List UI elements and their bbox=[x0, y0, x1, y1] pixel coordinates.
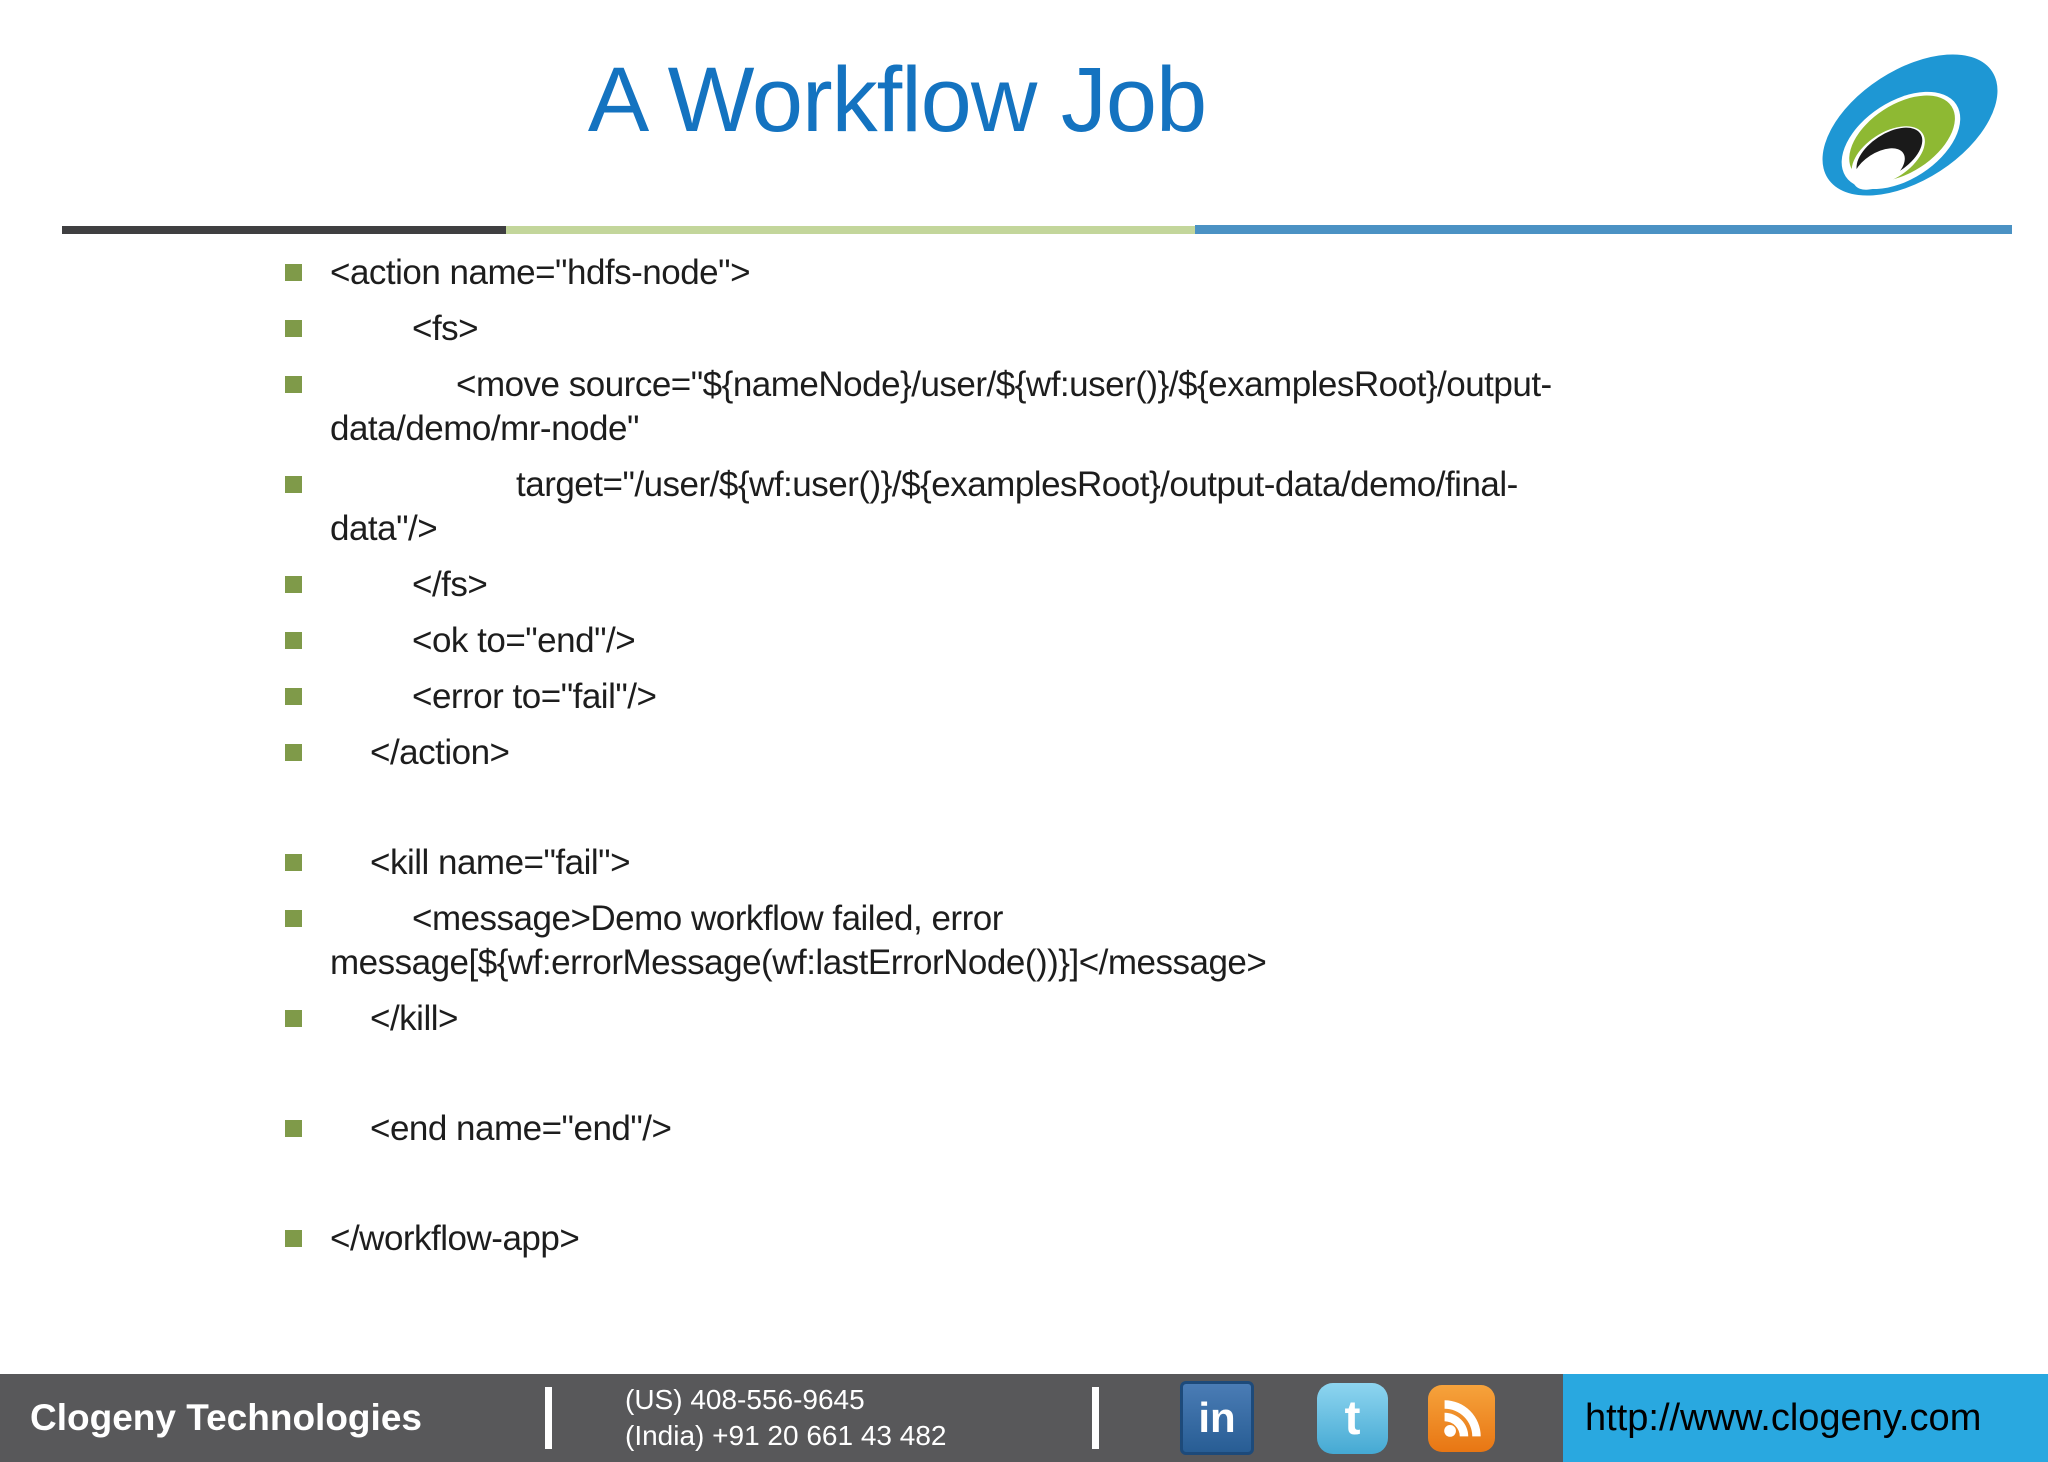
code-line: <fs> bbox=[285, 307, 1660, 351]
bullet-square-icon bbox=[285, 910, 302, 927]
blank-line bbox=[330, 787, 1660, 841]
title-divider-green-segment bbox=[506, 226, 1195, 234]
bullet-text: </fs> bbox=[412, 565, 488, 604]
code-line: <ok to="end"/> bbox=[285, 619, 1660, 663]
title-divider-blue-segment bbox=[1195, 225, 2012, 234]
bullet-text: </action> bbox=[370, 733, 510, 772]
bullet-square-icon bbox=[285, 576, 302, 593]
bullet-text: </kill> bbox=[370, 999, 458, 1038]
code-line: </action> bbox=[285, 731, 1660, 775]
code-line: <end name="end"/> bbox=[285, 1107, 1660, 1151]
phone-us: (US) 408-556-9645 bbox=[625, 1384, 865, 1415]
bullet-text: <action name="hdfs-node"> bbox=[330, 253, 751, 292]
bullet-square-icon bbox=[285, 376, 302, 393]
twitter-glyph: t bbox=[1344, 1392, 1361, 1445]
slide-title: A Workflow Job bbox=[587, 49, 1207, 151]
bullet-text: target="/user/${wf:user()}/${examplesRoo… bbox=[330, 465, 1518, 548]
code-line: </kill> bbox=[285, 997, 1660, 1041]
footer-divider bbox=[1092, 1387, 1099, 1449]
code-line: <kill name="fail"> bbox=[285, 841, 1660, 885]
bullet-text: <error to="fail"/> bbox=[412, 677, 657, 716]
footer-divider bbox=[545, 1387, 552, 1449]
company-name: Clogeny Technologies bbox=[30, 1397, 422, 1438]
bullet-square-icon bbox=[285, 688, 302, 705]
code-line: </fs> bbox=[285, 563, 1660, 607]
code-line: <action name="hdfs-node"> bbox=[285, 251, 1660, 295]
bullet-square-icon bbox=[285, 320, 302, 337]
bullet-square-icon bbox=[285, 854, 302, 871]
bullet-text: <end name="end"/> bbox=[370, 1109, 672, 1148]
bullet-text: <ok to="end"/> bbox=[412, 621, 636, 660]
code-list: <action name="hdfs-node"> <fs> <move sourc… bbox=[285, 251, 1660, 1273]
twitter-icon[interactable]: t bbox=[1317, 1383, 1388, 1454]
rss-glyph bbox=[1443, 1399, 1481, 1437]
bullet-text: <move source="${nameNode}/user/${wf:user… bbox=[330, 365, 1552, 448]
bullet-text: <message>Demo workflow failed, error mes… bbox=[330, 899, 1267, 982]
bullet-square-icon bbox=[285, 1230, 302, 1247]
bullet-square-icon bbox=[285, 744, 302, 761]
bullet-square-icon bbox=[285, 476, 302, 493]
code-line: </workflow-app> bbox=[285, 1217, 1660, 1261]
code-line: <move source="${nameNode}/user/${wf:user… bbox=[285, 363, 1660, 451]
bullet-text: <fs> bbox=[412, 309, 479, 348]
linkedin-icon[interactable]: in bbox=[1180, 1381, 1254, 1455]
bullet-text: <kill name="fail"> bbox=[370, 843, 631, 882]
blank-line bbox=[330, 1163, 1660, 1217]
code-line: <message>Demo workflow failed, error mes… bbox=[285, 897, 1660, 985]
website-url[interactable]: http://www.clogeny.com bbox=[1563, 1374, 2048, 1462]
bullet-square-icon bbox=[285, 632, 302, 649]
phone-india: (India) +91 20 661 43 482 bbox=[625, 1420, 947, 1451]
linkedin-glyph: in bbox=[1198, 1394, 1236, 1441]
bullet-text: </workflow-app> bbox=[330, 1219, 580, 1258]
blank-line bbox=[330, 1053, 1660, 1107]
contact-phones: (US) 408-556-9645 (India) +91 20 661 43 … bbox=[625, 1382, 946, 1454]
title-divider-dark-segment bbox=[62, 226, 506, 234]
footer-bar: Clogeny Technologies (US) 408-556-9645 (… bbox=[0, 1374, 2048, 1462]
bullet-square-icon bbox=[285, 1120, 302, 1137]
bullet-square-icon bbox=[285, 264, 302, 281]
rss-icon[interactable] bbox=[1428, 1385, 1495, 1452]
bullet-square-icon bbox=[285, 1010, 302, 1027]
clogeny-logo-icon bbox=[1822, 54, 1998, 196]
code-line: <error to="fail"/> bbox=[285, 675, 1660, 719]
code-line: target="/user/${wf:user()}/${examplesRoo… bbox=[285, 463, 1660, 551]
